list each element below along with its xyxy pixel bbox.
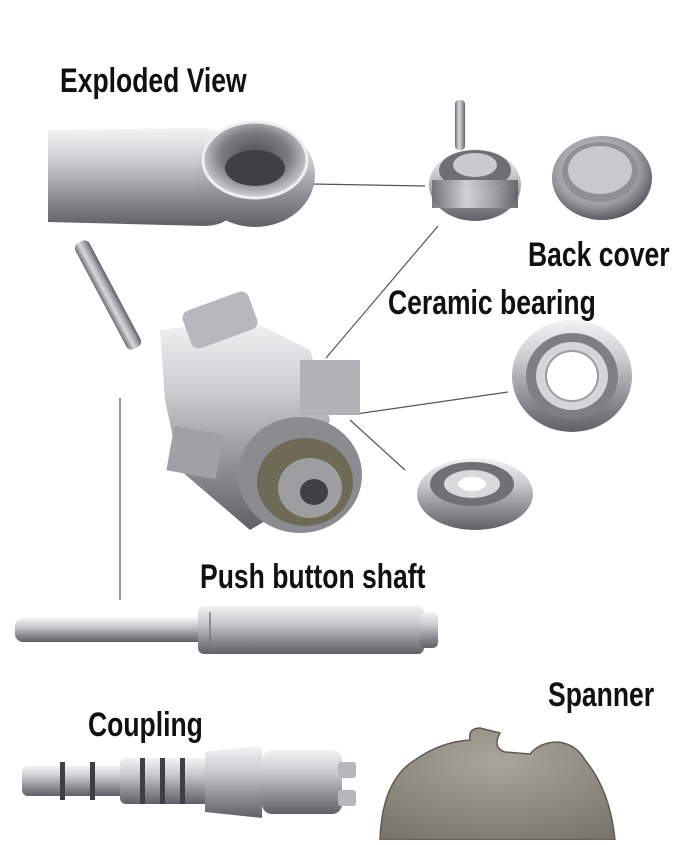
label-back-cover: Back cover	[528, 236, 670, 274]
coupling	[22, 746, 356, 818]
spanner	[379, 727, 616, 841]
label-spanner: Spanner	[548, 676, 655, 714]
label-exploded-view: Exploded View	[60, 62, 247, 100]
label-push-button-shaft: Push button shaft	[200, 558, 426, 596]
turbine-cartridge-small	[429, 100, 521, 221]
push-button-shaft	[15, 606, 438, 654]
ceramic-bearing-large	[512, 320, 632, 432]
turbine-large	[74, 240, 362, 533]
label-coupling: Coupling	[88, 706, 203, 744]
leader-lines	[119, 183, 509, 600]
handpiece-head	[48, 120, 315, 227]
back-cover	[552, 136, 652, 220]
ceramic-bearing-small	[417, 458, 533, 530]
label-ceramic-bearing: Ceramic bearing	[388, 284, 596, 322]
